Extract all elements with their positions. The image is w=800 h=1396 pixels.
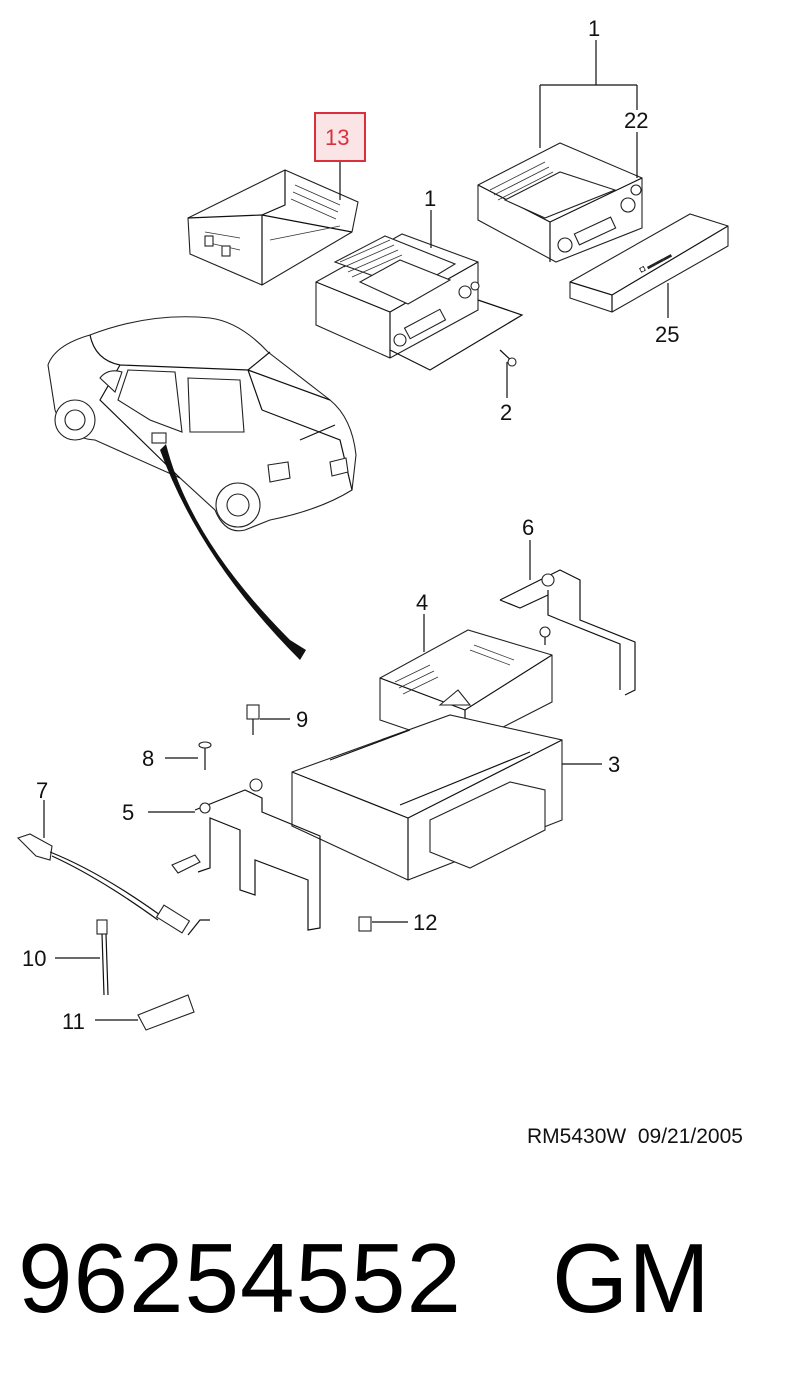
callout-7: 7	[36, 778, 48, 803]
callout-25: 25	[655, 322, 679, 347]
callout-4: 4	[416, 590, 428, 615]
screw	[499, 349, 517, 367]
callout-5: 5	[122, 800, 134, 825]
changer-base-tray	[291, 714, 563, 881]
callout-1-mid: 1	[424, 186, 436, 211]
cd-changer-unit	[379, 629, 553, 749]
callout-10: 10	[22, 946, 46, 971]
screw-8	[198, 741, 212, 770]
bolt	[171, 854, 201, 874]
label-strip	[137, 994, 195, 1031]
callout-2: 2	[500, 400, 512, 425]
highlight-box-13	[314, 112, 366, 162]
cable-tie	[96, 919, 109, 996]
vehicle-illustration	[47, 316, 357, 532]
brand-name: GM	[552, 1223, 710, 1333]
callout-11: 11	[62, 1009, 85, 1034]
radio-head-unit-alt	[477, 142, 643, 263]
screw-6	[539, 626, 551, 645]
drawing-code-date: RM5430W 09/21/2005	[527, 1125, 743, 1148]
callout-3: 3	[608, 752, 620, 777]
radio-mounting-bracket	[187, 169, 359, 286]
callout-9: 9	[296, 707, 308, 732]
leader-lines	[43, 40, 669, 1021]
faceplate-case: ◘ ▬▬▬	[569, 213, 729, 313]
radio-head-unit	[315, 233, 524, 371]
part-number: 96254552	[18, 1223, 463, 1333]
callout-13: 13	[325, 125, 349, 150]
callout-6: 6	[522, 515, 534, 540]
bolt-9	[246, 704, 260, 735]
callout-12: 12	[413, 910, 437, 935]
callout-1-top: 1	[588, 16, 600, 41]
nut-12	[358, 916, 372, 932]
callout-22: 22	[624, 108, 648, 133]
changer-bracket-right	[499, 569, 636, 696]
antenna-cable	[16, 833, 210, 936]
changer-bracket-left	[194, 778, 321, 931]
callout-8: 8	[142, 746, 154, 771]
